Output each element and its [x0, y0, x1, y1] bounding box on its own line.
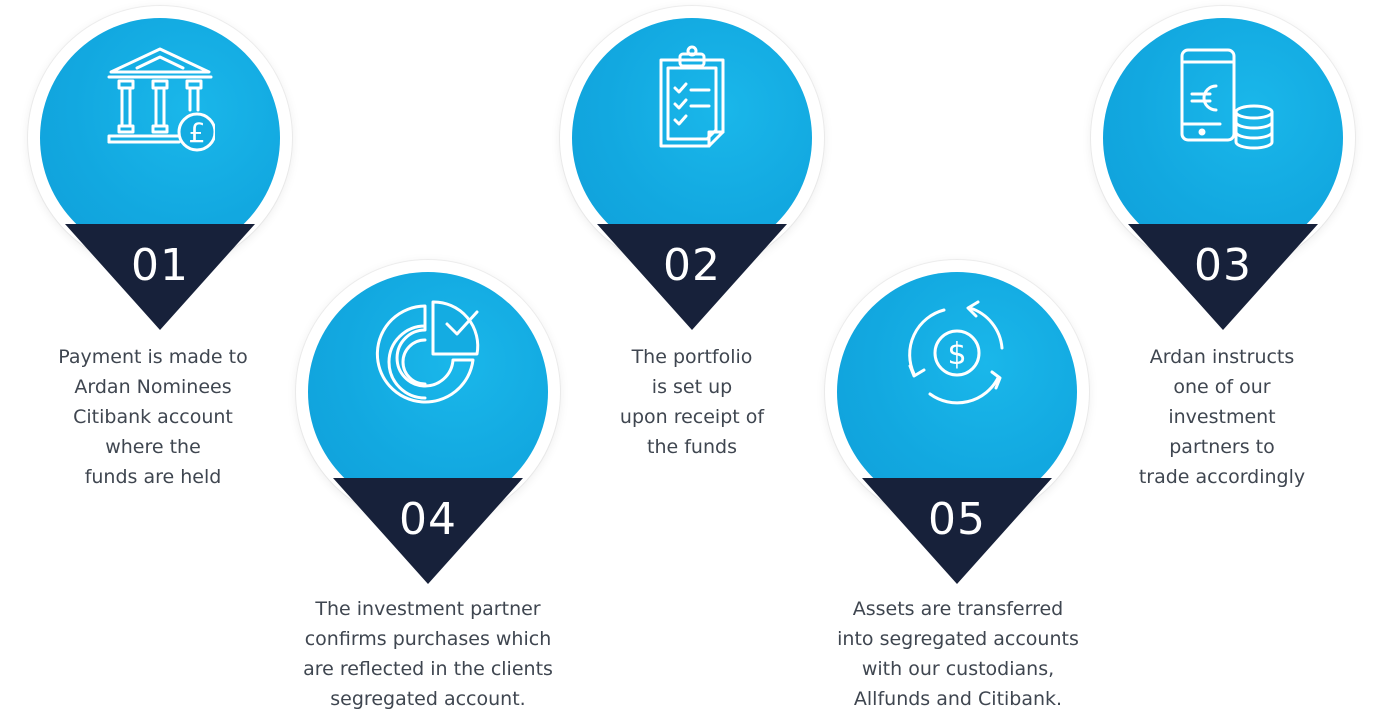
dollar-cycle-icon: $: [908, 300, 1004, 405]
step-04-number: 04: [399, 494, 457, 545]
bank-pound-icon: £: [107, 47, 215, 152]
step-03: 03: [1063, 6, 1383, 336]
step-04-description: The investment partner confirms purchase…: [303, 598, 553, 710]
step-01: £ 01: [0, 6, 320, 336]
step-02-description: The portfolio is set up upon receipt of …: [619, 346, 765, 458]
step-05-number-badge: [862, 478, 1052, 584]
step-03-circle: [1103, 18, 1343, 258]
step-04-circle: [308, 272, 548, 512]
clipboard-checklist-icon: [659, 45, 725, 148]
step-01-number-badge: [65, 224, 255, 330]
step-01-number: 01: [131, 240, 189, 291]
step-05-description: Assets are transferred into segregated a…: [837, 598, 1079, 710]
step-02-number-badge: [597, 224, 787, 330]
svg-text:£: £: [188, 118, 205, 149]
step-05-number: 05: [928, 494, 986, 545]
step-02: 02: [532, 6, 852, 336]
svg-text:$: $: [947, 337, 966, 372]
step-03-number: 03: [1194, 240, 1252, 291]
step-03-number-badge: [1128, 224, 1318, 330]
step-05: $ 05: [797, 260, 1117, 590]
step-01-description: Payment is made to Ardan Nominees Citiba…: [58, 346, 248, 488]
step-04-number-badge: [333, 478, 523, 584]
step-04: 04: [268, 260, 588, 590]
step-02-number: 02: [663, 240, 721, 291]
step-03-description: Ardan instructs one of our investment pa…: [1138, 346, 1306, 488]
pie-chart-check-icon: [375, 300, 480, 404]
phone-euro-coins-icon: [1180, 48, 1274, 150]
step-05-circle: [837, 272, 1077, 512]
